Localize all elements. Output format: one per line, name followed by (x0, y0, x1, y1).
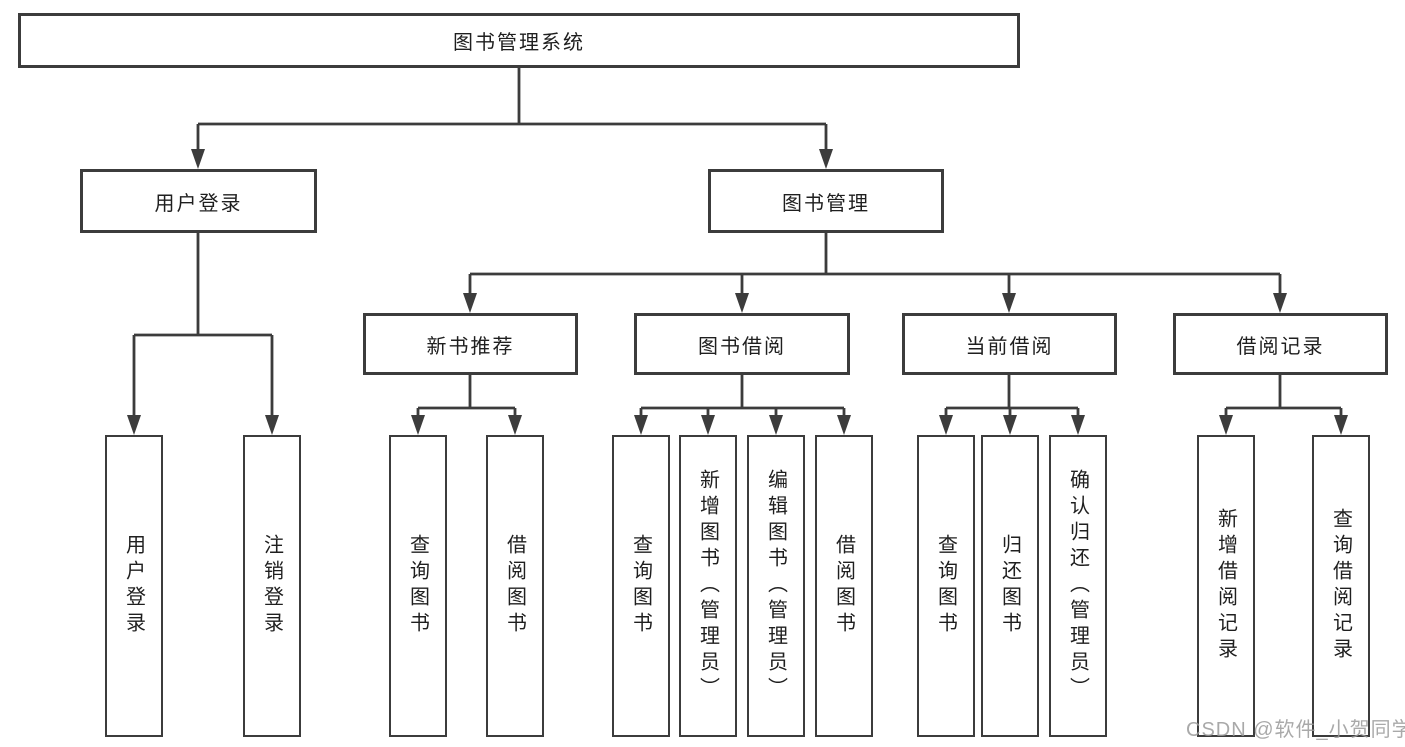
node-borrowing-records: 借阅记录 (1173, 313, 1388, 375)
node-label: 图书管理 (782, 192, 870, 215)
arrowhead-icons (127, 149, 1348, 435)
node-label: 注销登录 (260, 534, 283, 638)
leaf-borrow-books-recommend: 借阅图书 (486, 435, 544, 737)
leaf-query-books-recommend: 查询图书 (389, 435, 447, 737)
node-label: 查询图书 (629, 534, 652, 638)
node-label: 图书管理系统 (453, 32, 585, 54)
leaf-edit-book-admin: 编辑图书（管理员） (747, 435, 805, 737)
node-library-management-system: 图书管理系统 (18, 13, 1020, 68)
leaf-logout: 注销登录 (243, 435, 301, 737)
node-label: 用户登录 (154, 192, 243, 215)
leaf-query-books-borrow: 查询图书 (612, 435, 670, 737)
node-label: 编辑图书（管理员） (764, 469, 787, 703)
node-current-borrowing: 当前借阅 (902, 313, 1117, 375)
node-label: 新增图书（管理员） (696, 469, 719, 703)
node-label: 查询图书 (406, 534, 429, 638)
node-user-login: 用户登录 (80, 169, 317, 233)
leaf-query-books-current: 查询图书 (917, 435, 975, 737)
leaf-add-book-admin: 新增图书（管理员） (679, 435, 737, 737)
node-label: 查询借阅记录 (1329, 508, 1352, 664)
leaf-user-login: 用户登录 (105, 435, 163, 737)
leaf-borrow-books-borrow: 借阅图书 (815, 435, 873, 737)
node-new-book-recommendation: 新书推荐 (363, 313, 578, 375)
leaf-return-book: 归还图书 (981, 435, 1039, 737)
node-label: 借阅图书 (503, 534, 526, 638)
node-label: 用户登录 (122, 534, 145, 638)
node-label: 借阅图书 (832, 534, 855, 638)
node-book-management: 图书管理 (708, 169, 944, 233)
node-label: 查询图书 (934, 534, 957, 638)
node-label: 归还图书 (998, 534, 1021, 638)
node-label: 新增借阅记录 (1214, 508, 1237, 664)
node-label: 借阅记录 (1236, 335, 1325, 358)
leaf-query-borrow-record: 查询借阅记录 (1312, 435, 1370, 737)
watermark-text: CSDN @软件_小贺同学 (1186, 719, 1405, 741)
leaf-add-borrow-record: 新增借阅记录 (1197, 435, 1255, 737)
node-book-borrowing: 图书借阅 (634, 313, 850, 375)
node-label: 确认归还（管理员） (1066, 469, 1089, 703)
node-label: 当前借阅 (965, 335, 1054, 358)
node-label: 图书借阅 (698, 335, 786, 358)
leaf-confirm-return-admin: 确认归还（管理员） (1049, 435, 1107, 737)
node-label: 新书推荐 (426, 335, 515, 358)
